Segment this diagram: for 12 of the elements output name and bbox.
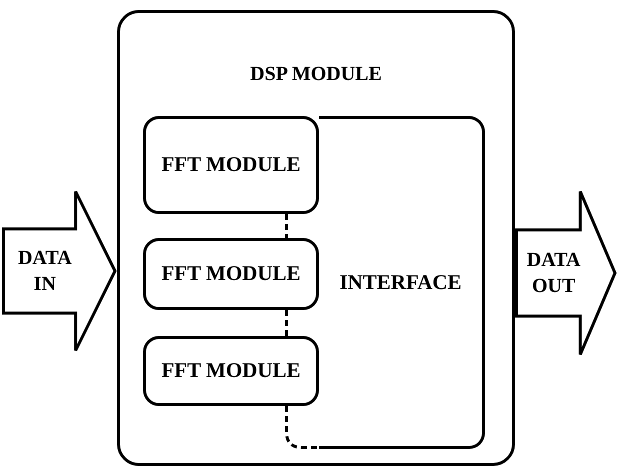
module-box xyxy=(143,238,319,310)
interface-box xyxy=(319,116,485,449)
module-label: INTERFACE xyxy=(339,268,462,296)
module-label: FFT MODULE xyxy=(161,151,301,178)
module-label: FFT MODULE xyxy=(161,357,301,384)
arrow-label: DATA IN xyxy=(16,246,73,297)
module-title: DSP MODULE xyxy=(249,62,383,87)
arrow-label: DATA OUT xyxy=(526,248,582,299)
module-label: FFT MODULE xyxy=(161,260,301,288)
module-box xyxy=(143,116,319,214)
module-box xyxy=(117,10,515,466)
module-box xyxy=(143,336,319,406)
